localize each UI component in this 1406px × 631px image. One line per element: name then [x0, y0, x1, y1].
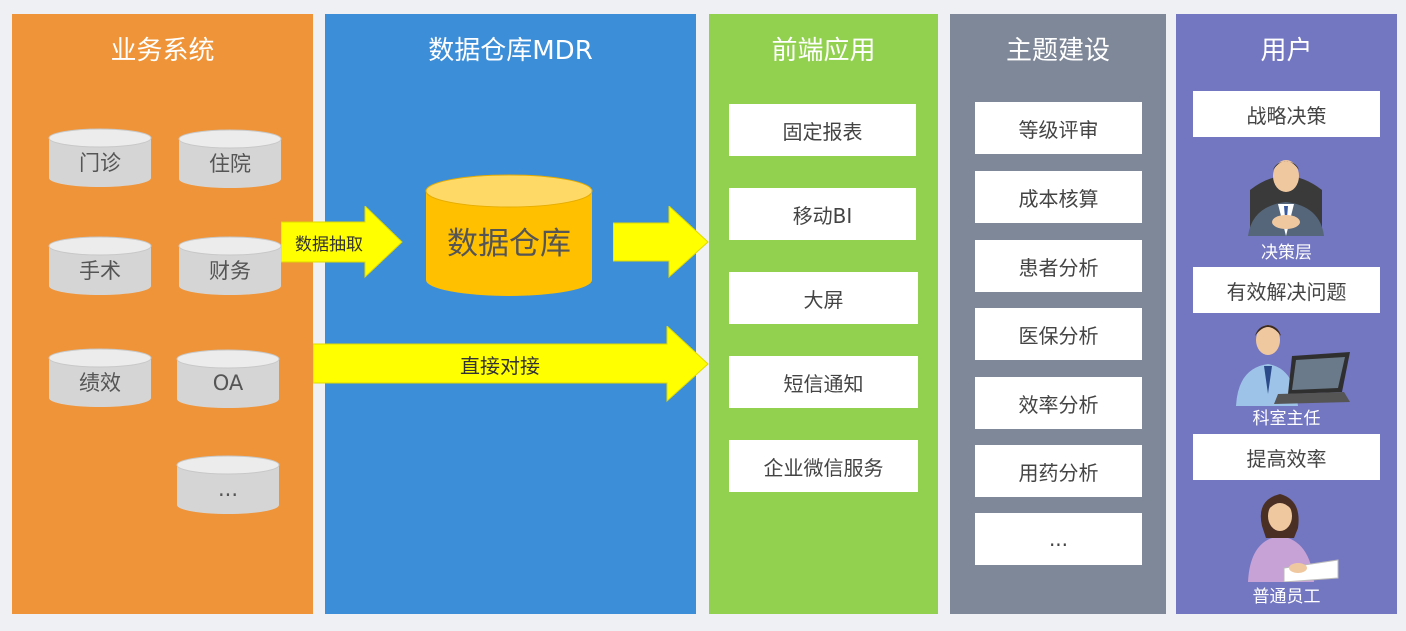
frontend-item: 企业微信服务 [729, 440, 918, 492]
frontend-item: 固定报表 [729, 104, 916, 156]
database-icon [425, 174, 593, 296]
data-warehouse-label: 数据仓库 [447, 225, 571, 262]
extract-arrow [281, 206, 403, 278]
theme-item: 用药分析 [975, 445, 1142, 497]
theme-item: ... [975, 513, 1142, 565]
db-cylinder-outpatient: 门诊 [48, 128, 152, 188]
users-title: 用户 [1260, 36, 1313, 66]
db-cylinder-oa: OA [176, 349, 280, 409]
users-column: 用户 战略决策 决策层 有效解决问题 科室主任 提高效率 普通员工 [1176, 14, 1397, 614]
direct-connection-label: 直接对接 [460, 353, 540, 378]
db-cylinder-performance: 绩效 [48, 348, 152, 408]
database-icon [48, 236, 152, 295]
theme-item: 患者分析 [975, 240, 1142, 292]
business-systems-title: 业务系统 [110, 36, 215, 66]
user-role: 决策层 [1261, 243, 1312, 263]
database-icon [48, 128, 152, 187]
theme-building-title: 主题建设 [1005, 36, 1110, 66]
user-role: 普通员工 [1252, 587, 1321, 607]
database-icon [176, 349, 280, 408]
system-label: 门诊 [79, 151, 121, 175]
system-label: ... [217, 477, 239, 501]
system-label: 财务 [209, 259, 251, 283]
extract-label: 数据抽取 [295, 234, 363, 255]
db-cylinder-finance: 财务 [178, 236, 282, 296]
system-label: 住院 [209, 152, 251, 176]
direct-connection-arrow [313, 326, 709, 402]
theme-item: 成本核算 [975, 171, 1142, 223]
frontend-item: 大屏 [729, 272, 918, 324]
database-icon [176, 455, 280, 514]
data-warehouse-column: 数据仓库MDR 数据仓库 [325, 14, 696, 614]
frontend-item: 移动BI [729, 188, 916, 240]
theme-item: 等级评审 [975, 102, 1142, 154]
user-goal: 提高效率 [1193, 434, 1380, 480]
system-label: OA [212, 371, 244, 395]
system-label: 手术 [79, 259, 121, 283]
frontend-apps-column: 前端应用 固定报表 移动BI 大屏 短信通知 企业微信服务 [709, 14, 938, 614]
executive-icon [1248, 160, 1324, 236]
warehouse-to-frontend-arrow [613, 206, 709, 278]
user-goal: 有效解决问题 [1193, 267, 1380, 313]
database-icon [178, 236, 282, 295]
db-cylinder-surgery: 手术 [48, 236, 152, 296]
frontend-apps-title: 前端应用 [771, 36, 876, 66]
theme-building-column: 主题建设 等级评审 成本核算 患者分析 医保分析 效率分析 用药分析 ... [950, 14, 1166, 614]
database-icon [48, 348, 152, 407]
data-warehouse-cylinder: 数据仓库 [425, 174, 593, 298]
laptop-worker-icon [1236, 325, 1350, 406]
db-cylinder-inpatient: 住院 [178, 129, 282, 189]
user-role: 科室主任 [1252, 409, 1321, 429]
frontend-item: 短信通知 [729, 356, 918, 408]
user-goal: 战略决策 [1193, 91, 1380, 137]
db-cylinder-more: ... [176, 455, 280, 515]
theme-item: 医保分析 [975, 308, 1142, 360]
theme-item: 效率分析 [975, 377, 1142, 429]
database-icon [178, 129, 282, 188]
system-label: 绩效 [79, 371, 121, 395]
business-systems-column: 业务系统 门诊 住院 手术 财务 绩效 OA ... [12, 14, 313, 614]
female-staff-icon [1248, 494, 1339, 582]
data-warehouse-title: 数据仓库MDR [428, 36, 593, 66]
